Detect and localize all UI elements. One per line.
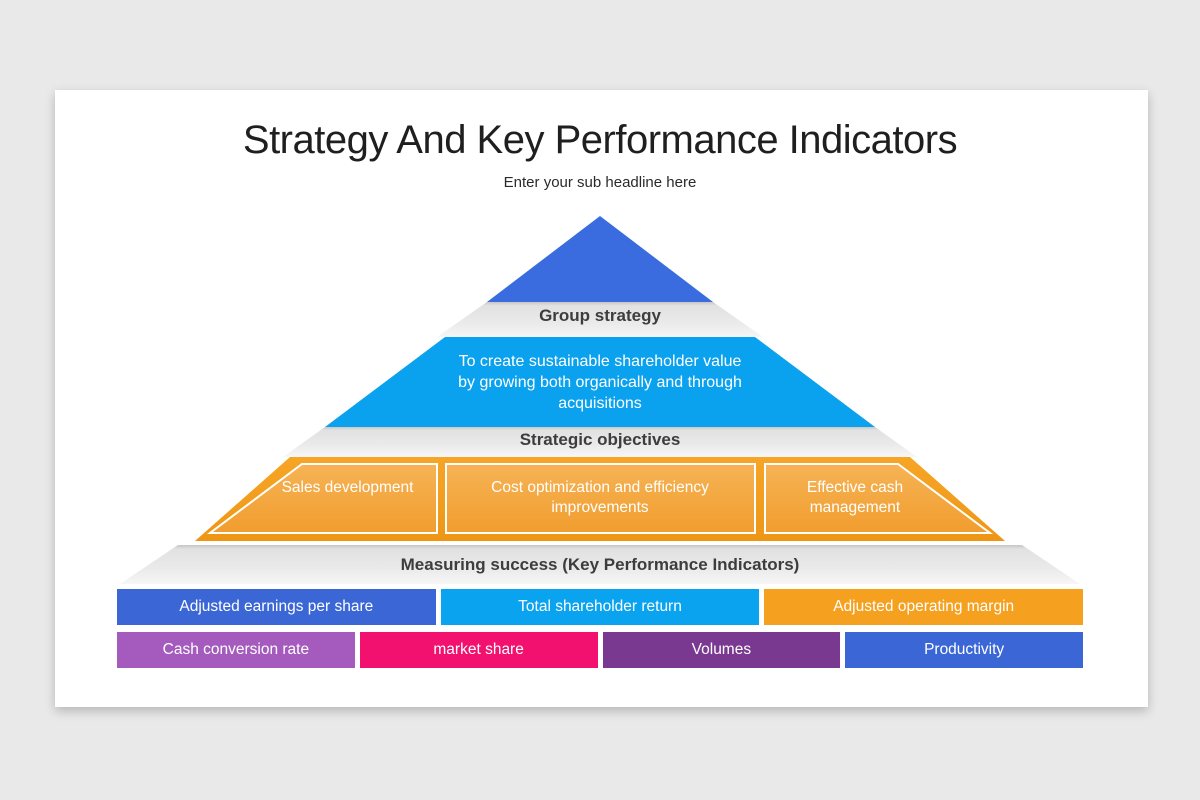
slide-subtitle: Enter your sub headline here xyxy=(503,174,697,191)
vision-text: To create sustainable shareholder value … xyxy=(458,353,742,412)
objective-label-sales-development: Sales development xyxy=(281,479,414,496)
kpi-chip-market-share: market share xyxy=(359,632,598,668)
kpi-chip-adjusted-operating-margin: Adjusted operating margin xyxy=(764,589,1084,625)
objective-box-left-shape xyxy=(207,463,438,534)
objective-label-cost-optimization: Cost optimization and efficiency improve… xyxy=(491,479,709,516)
band-measuring-shape xyxy=(120,545,1080,584)
objective-box-middle-shape xyxy=(445,463,756,534)
kpi-chip-volumes: Volumes xyxy=(602,632,841,668)
objective-label-cash-management: Effective cash management xyxy=(806,479,904,516)
objective-box-right-shape xyxy=(764,463,993,534)
kpi-row-2: Cash conversion rate market share Volume… xyxy=(117,632,1083,668)
kpi-chip-productivity: Productivity xyxy=(845,632,1083,668)
band-strategic-objectives-shape xyxy=(283,427,917,457)
kpi-row-1: Adjusted earnings per share Total shareh… xyxy=(117,589,1084,625)
kpi-chip-cash-conversion-rate: Cash conversion rate xyxy=(117,632,355,668)
slide-title: Strategy And Key Performance Indicators xyxy=(242,118,958,162)
band-label-strategic-objectives: Strategic objectives xyxy=(519,430,681,449)
band-group-strategy-shape xyxy=(437,302,763,337)
band-label-measuring-success: Measuring success (Key Performance Indic… xyxy=(400,555,800,574)
kpi-chip-total-shareholder-return: Total shareholder return xyxy=(440,589,760,625)
vision-trapezoid-shape xyxy=(325,337,875,427)
pyramid-top-shape xyxy=(487,216,713,302)
kpi-chip-adjusted-earnings-per-share: Adjusted earnings per share xyxy=(117,589,436,625)
band-label-group-strategy: Group strategy xyxy=(539,306,661,325)
